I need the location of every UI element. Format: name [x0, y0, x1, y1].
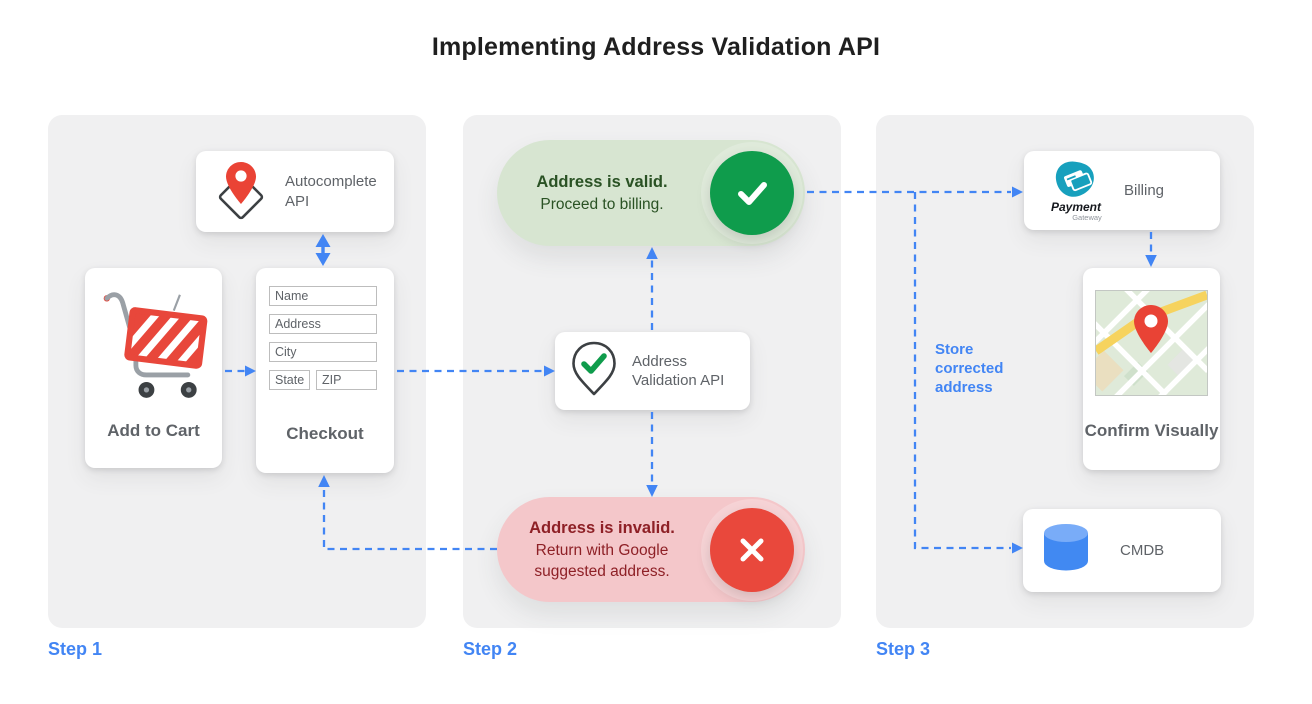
- payment-gateway-icon: Payment Gateway: [1034, 160, 1118, 222]
- step1-panel: Autocomplete API: [48, 115, 426, 628]
- address-invalid-title: Address is invalid.: [529, 518, 675, 537]
- cmdb-label: CMDB: [1120, 541, 1165, 559]
- step3-label: Step 3: [876, 639, 931, 659]
- address-valid-subtitle: Proceed to billing.: [540, 195, 664, 213]
- checkout-form: Name Address City State ZIP: [269, 286, 381, 390]
- payment-logo-subtitle: Gateway: [1072, 212, 1102, 222]
- address-valid-banner: Address is valid. Proceed to billing.: [497, 140, 805, 246]
- name-field: Name: [269, 286, 377, 306]
- store-corrected-address-note: Store corrected address: [935, 341, 1004, 396]
- step2-panel: Address is valid. Proceed to billing. Ad…: [463, 115, 841, 628]
- checkout-card: Name Address City State ZIP Checkout: [256, 268, 394, 473]
- page-title: Implementing Address Validation API: [431, 33, 881, 61]
- address-valid-title: Address is valid.: [536, 172, 668, 191]
- step2-label: Step 2: [463, 639, 518, 659]
- autocomplete-api-label: Autocomplete API: [285, 173, 377, 210]
- confirm-visually-card: Confirm Visually: [1082, 268, 1220, 470]
- step1-label: Step 1: [48, 639, 103, 659]
- shopping-cart-icon: [96, 286, 211, 404]
- address-validation-api-card: Address Validation API: [555, 332, 750, 410]
- add-to-cart-label: Add to Cart: [107, 421, 200, 440]
- billing-card: Payment Gateway Billing: [1024, 151, 1220, 230]
- checkout-label: Checkout: [286, 424, 364, 443]
- zip-field: ZIP: [316, 370, 377, 390]
- address-invalid-banner: Address is invalid. Return with Google s…: [497, 497, 805, 602]
- confirm-visually-label: Confirm Visually: [1084, 421, 1219, 440]
- address-invalid-subtitle: Return with Google suggested address.: [534, 541, 670, 580]
- state-field: State: [269, 370, 310, 390]
- autocomplete-pin-icon: [212, 158, 270, 225]
- address-validation-api-label: Address Validation API: [632, 352, 725, 390]
- add-to-cart-card: Add to Cart: [85, 268, 222, 468]
- address-field: Address: [269, 314, 377, 334]
- validation-pin-check-icon: [571, 341, 617, 402]
- payment-logo-title: Payment: [1050, 199, 1102, 214]
- check-icon: [710, 151, 794, 235]
- step3-panel: Payment Gateway Billing: [876, 115, 1254, 628]
- billing-label: Billing: [1124, 181, 1165, 199]
- close-icon: [710, 507, 794, 592]
- cmdb-card: CMDB: [1023, 509, 1221, 592]
- autocomplete-api-card: Autocomplete API: [196, 151, 394, 232]
- database-cylinder-icon: [1042, 523, 1090, 578]
- city-field: City: [269, 342, 377, 362]
- map-thumbnail-icon: [1082, 277, 1218, 407]
